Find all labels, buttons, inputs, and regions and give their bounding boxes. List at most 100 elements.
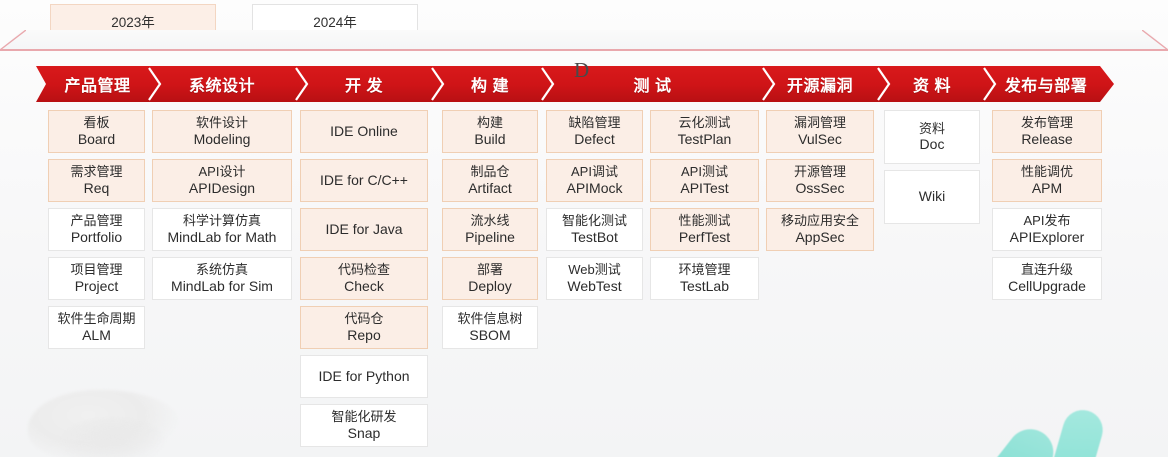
stage-banner-label: 资 料	[913, 78, 951, 95]
tab-2023-label: 2023年	[111, 14, 155, 30]
capability-card-name-en: TestLab	[679, 277, 730, 294]
capability-card-name-cn: 看板	[83, 115, 110, 131]
capability-card-name-cn: 代码仓	[344, 311, 384, 327]
capability-card-name-en: Artifact	[468, 179, 512, 196]
stage-banner-label: 开 发	[345, 78, 383, 95]
capability-card-name-en: MindLab for Math	[167, 228, 277, 245]
capability-card-name-cn: API发布	[1023, 213, 1071, 229]
capability-card-name-en: CellUpgrade	[1008, 277, 1086, 294]
section-divider	[0, 30, 1168, 52]
capability-card-name-cn: 智能化测试	[561, 213, 627, 229]
capability-card-name-en: SBOM	[469, 326, 511, 343]
capability-card-name-en: Project	[74, 277, 119, 294]
capability-card-name-en: PerfTest	[678, 228, 731, 245]
capability-card[interactable]: Wiki	[884, 170, 980, 224]
capability-card-name-cn: 漏洞管理	[793, 115, 846, 131]
capability-card-name-en: Deploy	[468, 277, 512, 294]
capability-card[interactable]: IDE for Python	[300, 355, 428, 398]
stage-banner-label: 发布与部署	[1004, 78, 1088, 95]
capability-card-name-cn: 部署	[476, 262, 503, 278]
decorative-teal-shape-left	[973, 419, 1063, 457]
stage-banner-segment[interactable]: 构 建	[428, 66, 552, 102]
stage-banner-label: 开源漏洞	[786, 78, 853, 95]
capability-card-name-cn: 性能调优	[1020, 164, 1073, 180]
stage-banner-segment[interactable]: 资 料	[870, 66, 994, 102]
capability-card-name-cn: API设计	[198, 164, 246, 180]
capability-card-name-en: Board	[77, 130, 116, 147]
capability-card-name-en: Req	[83, 179, 110, 196]
stage-banner-segment[interactable]: 发布与部署	[978, 66, 1114, 102]
capability-card-name-cn: 流水线	[470, 213, 510, 229]
stage-banner-segment[interactable]: 开源漏洞	[752, 66, 888, 102]
capability-card-name-cn: 移动应用安全	[780, 213, 859, 229]
capability-card-name-cn: 环境管理	[678, 262, 731, 278]
capability-card-name-cn: 缺陷管理	[568, 115, 621, 131]
capability-card-name-cn: 性能测试	[678, 213, 731, 229]
stage-banner-segment[interactable]: 开 发	[286, 66, 442, 102]
capability-card-name-cn: 云化测试	[678, 115, 731, 131]
capability-card-name-en: APM	[1031, 179, 1063, 196]
capability-card-name-cn: 智能化研发	[331, 409, 397, 425]
capability-card-name-en: Portfolio	[70, 228, 123, 245]
capability-card-name-en: Defect	[574, 130, 615, 147]
decorative-blob-gray-2	[60, 418, 165, 457]
tab-2024-label: 2024年	[313, 14, 357, 30]
capability-card-name-en: ALM	[82, 326, 111, 343]
capability-card-name-en: TestPlan	[677, 130, 732, 147]
capability-card-name-en: APIDesign	[188, 179, 256, 196]
capability-card-name-en: IDE Online	[330, 122, 398, 139]
capability-card-name-en: IDE for Python	[318, 367, 410, 384]
capability-card-name-en: Snap	[347, 424, 381, 441]
capability-card-name-cn: 开源管理	[793, 164, 846, 180]
stage-banner-segment[interactable]: 测 试	[532, 66, 773, 102]
capability-card-name-cn: 科学计算仿真	[182, 213, 261, 229]
capability-card-name-cn: 产品管理	[70, 213, 123, 229]
stage-banner-segment[interactable]: 系统设计	[138, 66, 306, 102]
background-letter: D	[574, 58, 590, 82]
capability-card-name-cn: 软件信息树	[457, 311, 523, 327]
capability-card[interactable]: IDE Online	[300, 110, 428, 153]
capability-card-name-cn: 资料	[918, 120, 945, 136]
capability-card[interactable]: IDE for Java	[300, 208, 428, 251]
capability-card-name-en: Build	[474, 130, 506, 147]
capability-card-name-cn: 发布管理	[1020, 115, 1073, 131]
capability-card[interactable]: IDE for C/C++	[300, 159, 428, 202]
divider-diagonal-right	[1142, 30, 1168, 51]
capability-card-name-en: Pipeline	[465, 228, 515, 245]
